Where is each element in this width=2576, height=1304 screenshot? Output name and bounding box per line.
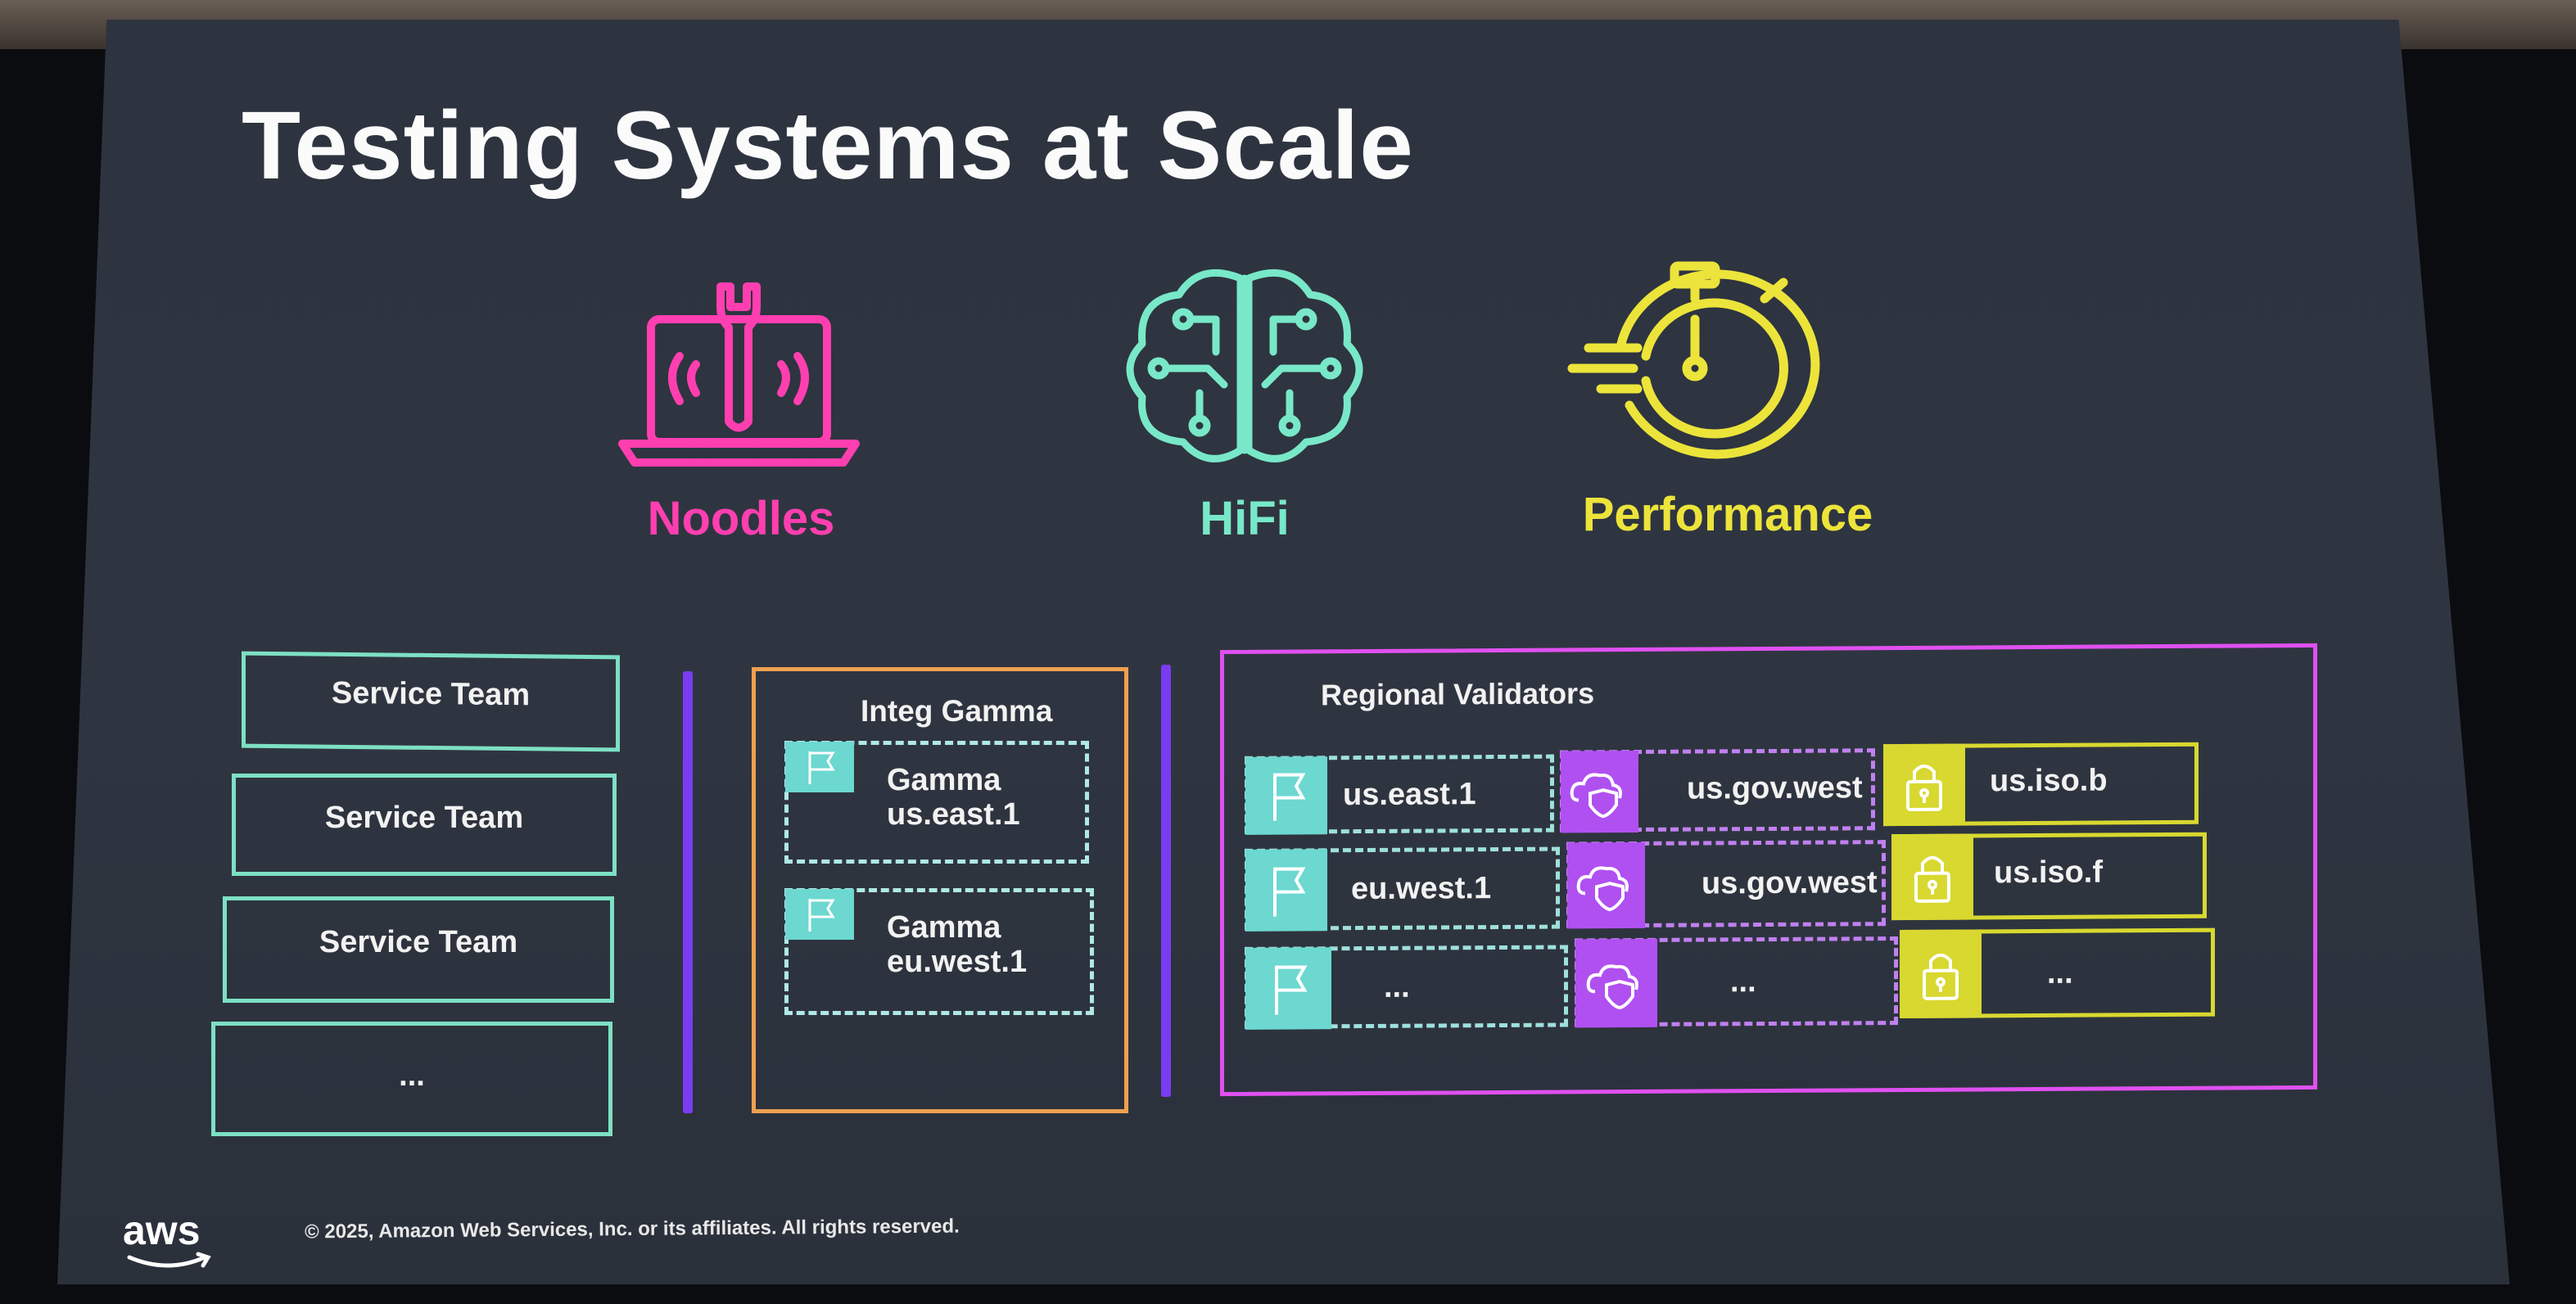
flag-icon <box>785 742 854 792</box>
flag-icon <box>1245 756 1327 835</box>
gamma-stage-line1: Gamma <box>887 763 1001 797</box>
aws-logo-text: aws <box>123 1207 201 1253</box>
service-team-box-more: ... <box>211 1022 612 1136</box>
validator-card-commercial: eu.west.1 <box>1245 846 1560 932</box>
flag-icon <box>1245 849 1327 932</box>
service-team-label: Service Team <box>319 925 518 959</box>
validator-card-commercial: us.east.1 <box>1245 754 1554 835</box>
flag-icon <box>785 889 854 940</box>
slide-title: Testing Systems at Scale <box>242 92 1414 200</box>
regional-validators-box: Regional Validators us.east.1 eu.west.1 … <box>1220 643 2317 1097</box>
gamma-stage-card: Gamma eu.west.1 <box>784 888 1094 1015</box>
lock-icon <box>1883 743 1965 827</box>
validator-card-commercial: ... <box>1245 945 1568 1030</box>
validator-label: ... <box>2047 955 2073 990</box>
validator-label: ... <box>1730 964 1756 999</box>
validator-card-iso: us.iso.f <box>1891 832 2207 921</box>
hifi-label: HiFi <box>1200 492 1290 545</box>
lock-icon <box>1900 929 1982 1019</box>
gamma-stage-line1: Gamma <box>887 910 1001 945</box>
flag-icon <box>1245 947 1331 1030</box>
validator-label: us.east.1 <box>1343 777 1476 813</box>
hifi-group: HiFi <box>1109 262 1380 545</box>
gamma-stage-card: Gamma us.east.1 <box>784 741 1089 864</box>
regional-validators-title: Regional Validators <box>1321 676 1595 712</box>
brain-circuit-icon <box>1126 268 1363 462</box>
gamma-stage-line2: us.east.1 <box>887 797 1020 832</box>
aws-logo: aws <box>123 1210 221 1275</box>
validator-label: eu.west.1 <box>1351 871 1492 907</box>
noodles-label: Noodles <box>647 492 835 545</box>
validator-label: ... <box>1384 969 1410 1004</box>
divider-line <box>1161 665 1171 1097</box>
lock-icon <box>1891 833 1973 921</box>
integ-gamma-box: Integ Gamma Gamma us.east.1 Gamma eu.wes… <box>752 667 1128 1113</box>
noodles-group: Noodles <box>606 262 876 545</box>
validator-label: us.gov.west <box>1702 865 1878 901</box>
validator-label: us.gov.west <box>1687 770 1863 806</box>
validator-label: us.iso.b <box>1990 763 2108 799</box>
validator-card-iso: us.iso.b <box>1883 742 2199 827</box>
divider-line <box>683 671 693 1113</box>
validator-label: us.iso.f <box>1994 855 2104 891</box>
service-team-box: Service Team <box>223 896 614 1003</box>
projection-screen <box>57 20 2510 1284</box>
service-team-label: Service Team <box>331 675 531 713</box>
integ-gamma-title: Integ Gamma <box>861 694 1053 728</box>
gamma-stage-line2: eu.west.1 <box>887 945 1028 979</box>
service-team-label: Service Team <box>324 801 524 835</box>
stopwatch-icon <box>1567 261 1820 459</box>
smile-arrow-icon <box>127 1252 211 1268</box>
validator-card-gov: us.gov.west <box>1566 840 1886 929</box>
validator-card-gov: us.gov.west <box>1560 748 1875 833</box>
service-team-box: Service Team <box>242 651 620 752</box>
more-label: ... <box>399 1058 425 1093</box>
performance-group: Performance <box>1556 254 1908 541</box>
cloud-shield-icon <box>1567 842 1645 929</box>
performance-label: Performance <box>1582 488 1873 541</box>
laptop-wrench-icon <box>618 282 860 467</box>
cloud-shield-icon <box>1575 938 1657 1028</box>
service-team-box: Service Team <box>232 774 617 876</box>
validator-card-gov: ... <box>1575 936 1898 1028</box>
cloud-shield-icon <box>1561 750 1638 833</box>
validator-card-iso: ... <box>1900 927 2215 1019</box>
